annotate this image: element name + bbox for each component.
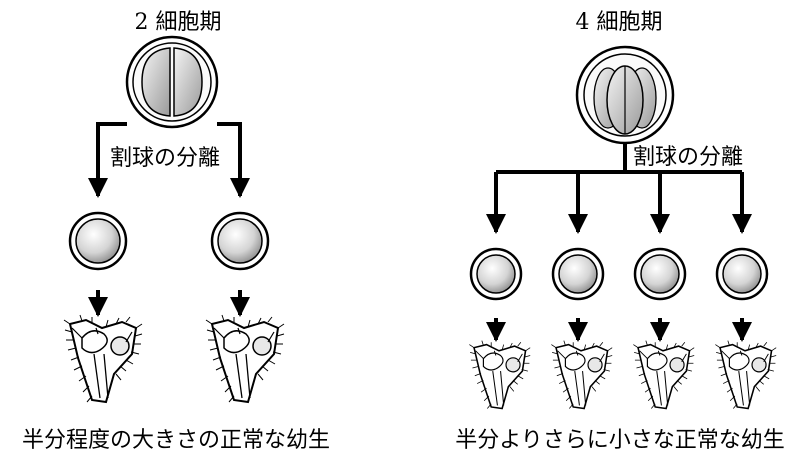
larva-right-4	[714, 339, 777, 410]
blastomere-to-larva-arrows-left	[88, 290, 250, 317]
four-cell-embryo	[575, 45, 675, 145]
two-cell-embryo	[125, 35, 219, 129]
isolated-blastomere-right-3	[633, 247, 687, 301]
larva-right-3	[632, 339, 695, 410]
isolated-blastomere-right-1	[469, 247, 523, 301]
isolated-blastomere-left-2	[210, 211, 270, 271]
right-separation-arrows	[486, 143, 752, 234]
left-separation-arrows	[88, 122, 250, 198]
larva-left-2	[205, 314, 285, 403]
label-blastomere-separation-right: 割球の分離	[633, 145, 744, 170]
label-blastomere-separation-left: 割球の分離	[110, 146, 221, 171]
caption-half-size-larva: 半分程度の大きさの正常な幼生	[21, 428, 331, 453]
larva-left-1	[63, 314, 143, 403]
larva-right-2	[550, 339, 613, 410]
blastomere-to-larva-arrows-right	[486, 318, 752, 342]
isolated-blastomere-right-2	[551, 247, 605, 301]
larva-right-1	[468, 339, 531, 410]
caption-smaller-larva: 半分よりさらに小さな正常な幼生	[455, 428, 785, 453]
title-4-cell-stage: 4 細胞期	[575, 10, 663, 35]
isolated-blastomere-left-1	[68, 211, 128, 271]
title-2-cell-stage: 2 細胞期	[134, 10, 222, 35]
isolated-blastomere-right-4	[715, 247, 769, 301]
